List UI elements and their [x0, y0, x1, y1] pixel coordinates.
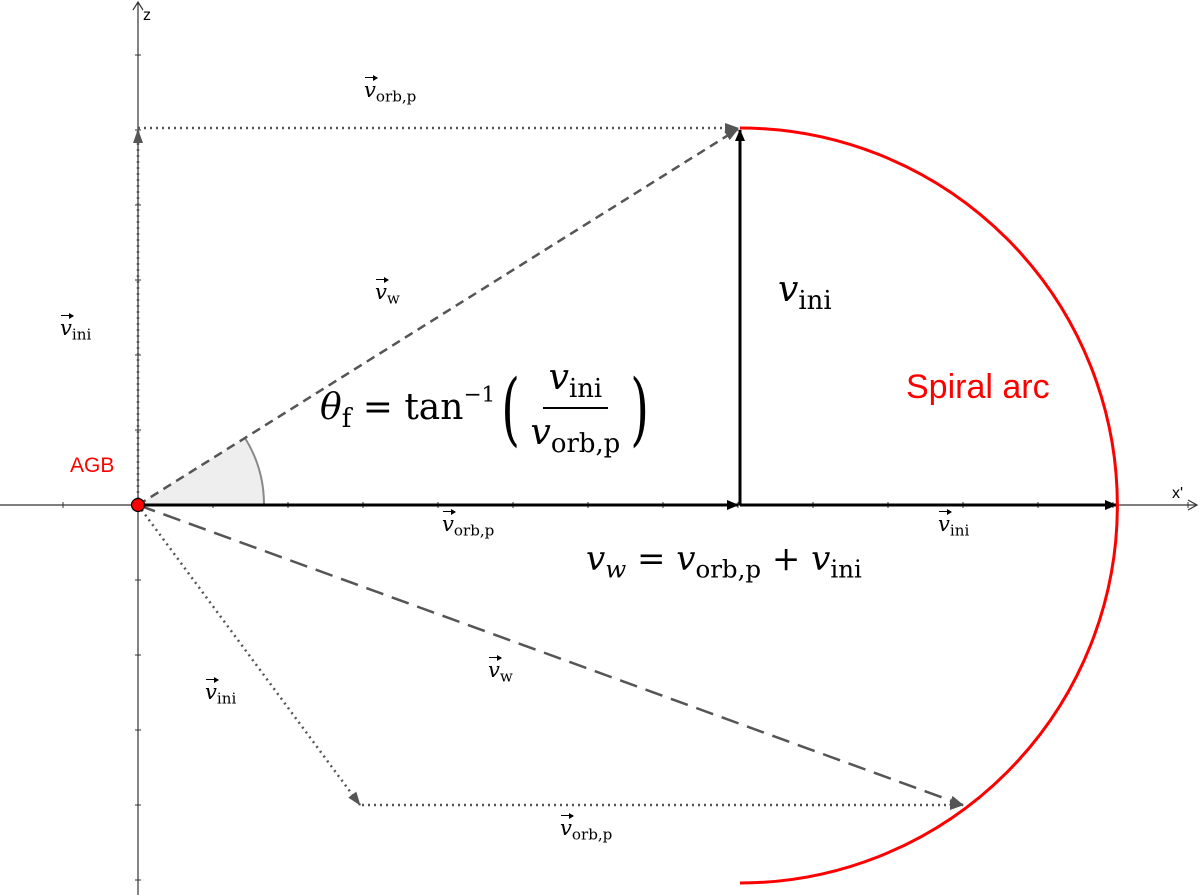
v-ini-right-label: vini [938, 508, 970, 540]
x-axis-arrow-icon [1187, 499, 1199, 511]
v-ini-lower-label: vini [205, 676, 237, 708]
spiral-arc [739, 126, 1119, 885]
v-orb-bottom-label: vorb,p [560, 812, 613, 844]
agb-label: AGB [70, 454, 115, 477]
v-w-lower-label: vw [488, 654, 513, 686]
angle-arc [244, 437, 266, 506]
v-ini-dotted-lower [136, 504, 362, 806]
angle-wedge [138, 438, 265, 505]
v-ini-left-label: vini [60, 312, 92, 344]
v-orb-top-label: vorb,p [364, 74, 417, 106]
v-orb-mid-label: vorb,p [442, 508, 495, 540]
vw-formula: vw = vorb,p + vini [586, 539, 862, 584]
spiral-arc-label: Spiral arc [906, 368, 1050, 406]
v-w-dashed-lower [137, 503, 964, 807]
agb-point [130, 497, 146, 513]
v-ini-big-label: vini [778, 269, 832, 316]
x-axis-label: x' [1172, 485, 1184, 502]
z-axis-arrow-icon [132, 0, 144, 11]
v-w-upper-label: vw [375, 276, 400, 308]
v-w-dashed-upper [137, 127, 739, 507]
z-axis-label: z [143, 7, 151, 24]
